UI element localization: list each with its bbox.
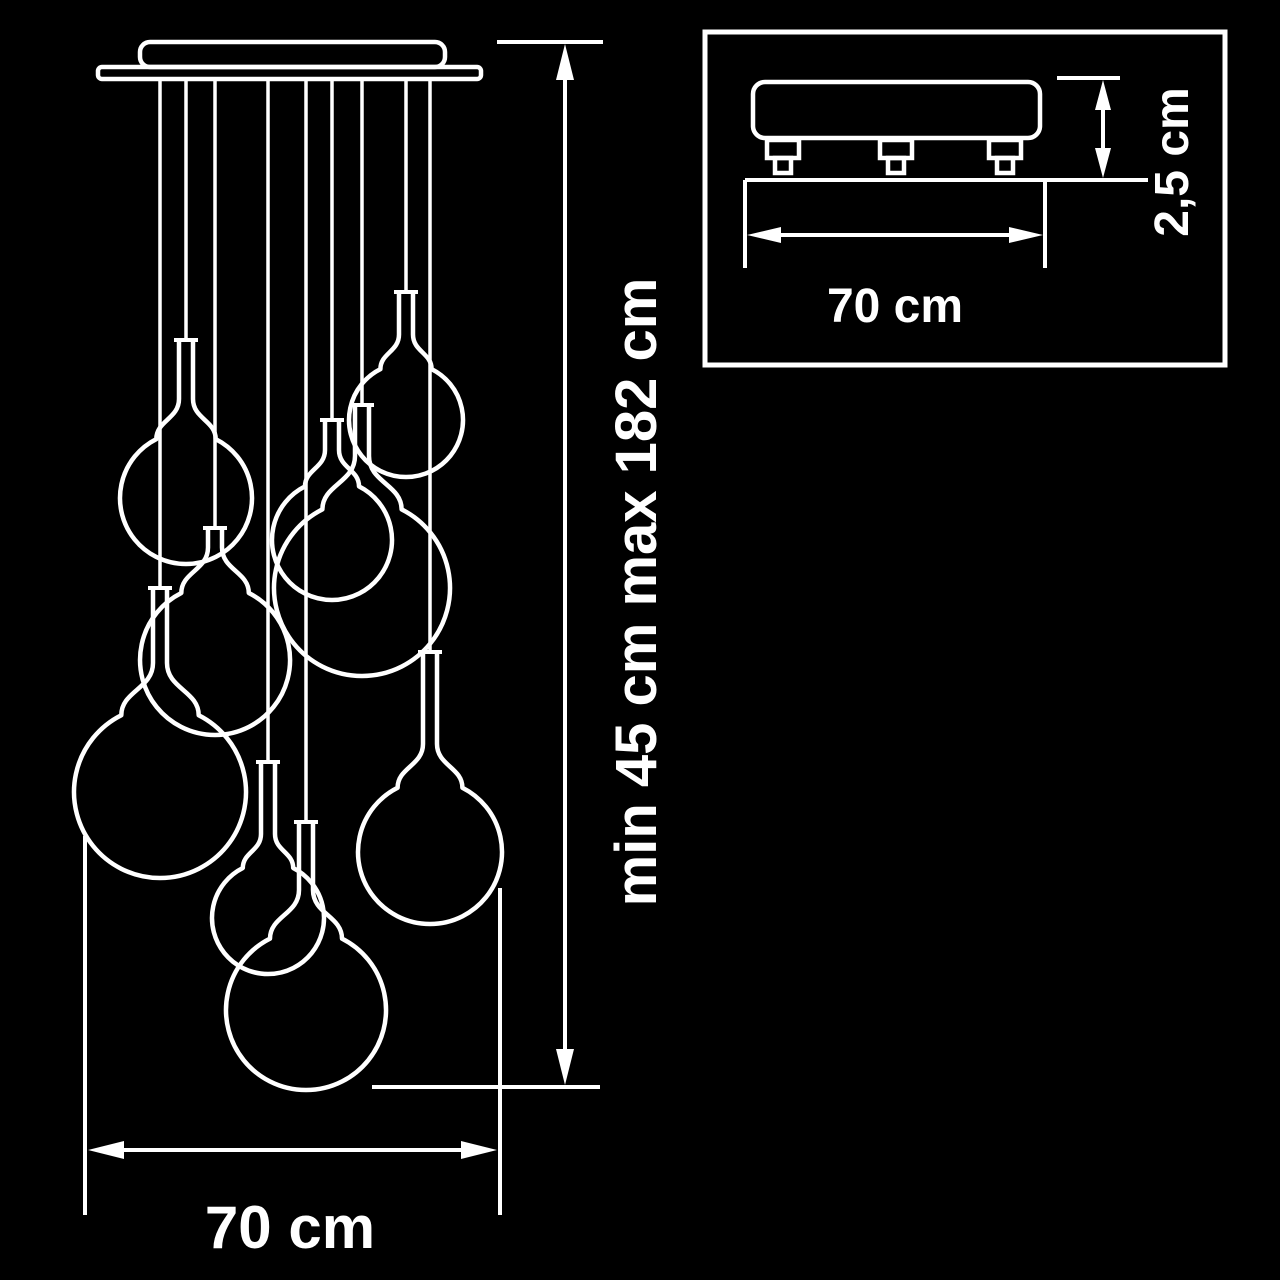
glass-globe bbox=[71, 588, 249, 881]
arrow-down-icon bbox=[1095, 148, 1111, 178]
arrow-up-icon bbox=[1095, 80, 1111, 110]
arrow-down-icon bbox=[556, 1049, 574, 1085]
pendant-lamp bbox=[209, 80, 327, 977]
lamp-connector bbox=[764, 137, 802, 176]
connector-stem bbox=[885, 155, 907, 176]
base-connectors bbox=[764, 137, 1024, 176]
height-dimension: min 45 cm max 182 cm bbox=[372, 40, 669, 1089]
pendant-lamp bbox=[71, 80, 249, 881]
ceiling-canopy bbox=[95, 39, 484, 82]
glass-globe bbox=[346, 292, 466, 480]
glass-globe bbox=[223, 822, 389, 1093]
height-dimension-label: min 45 cm max 182 cm bbox=[604, 278, 669, 907]
inset-width-dimension: 70 cm bbox=[743, 180, 1047, 333]
glass-globe bbox=[209, 762, 327, 977]
arrow-up-icon bbox=[556, 44, 574, 80]
inset-height-dimension: 2,5 cm bbox=[1057, 76, 1199, 237]
pendant-lamp bbox=[271, 80, 453, 679]
pendant-lamp bbox=[355, 80, 505, 927]
arrow-right-icon bbox=[1009, 227, 1043, 243]
inset-height-dimension-label: 2,5 cm bbox=[1146, 87, 1199, 236]
main-view: min 45 cm max 182 cm 70 cm bbox=[71, 39, 669, 1261]
glass-globe bbox=[269, 420, 395, 603]
connector-stem bbox=[994, 155, 1016, 176]
arrow-right-icon bbox=[461, 1141, 497, 1159]
connector-block bbox=[877, 137, 915, 161]
canopy-plate bbox=[95, 64, 484, 82]
inset-width-dimension-label: 70 cm bbox=[827, 280, 963, 333]
canopy-cover bbox=[137, 39, 448, 70]
connector-stem bbox=[772, 155, 794, 176]
inset-view: 70 cm 2,5 cm bbox=[702, 29, 1228, 368]
pendant-lamp bbox=[137, 80, 293, 738]
arrow-left-icon bbox=[88, 1141, 124, 1159]
pendant-lamp bbox=[223, 80, 389, 1093]
glass-globe bbox=[117, 340, 255, 567]
glass-globe bbox=[271, 405, 453, 679]
width-dimension: 70 cm bbox=[83, 836, 502, 1261]
connector-block bbox=[764, 137, 802, 161]
inset-border bbox=[702, 29, 1228, 368]
pendant-lamp bbox=[269, 80, 395, 603]
arrow-left-icon bbox=[747, 227, 781, 243]
base-housing bbox=[750, 79, 1043, 141]
pendant-lamp bbox=[346, 80, 466, 480]
connector-block bbox=[986, 137, 1024, 161]
width-dimension-label: 70 cm bbox=[205, 1194, 375, 1261]
glass-globe bbox=[137, 528, 293, 738]
pendant-lamp bbox=[117, 80, 255, 567]
lamp-connector bbox=[877, 137, 915, 176]
pendant-cluster bbox=[71, 80, 505, 1093]
glass-globe bbox=[355, 652, 505, 927]
lamp-connector bbox=[986, 137, 1024, 176]
